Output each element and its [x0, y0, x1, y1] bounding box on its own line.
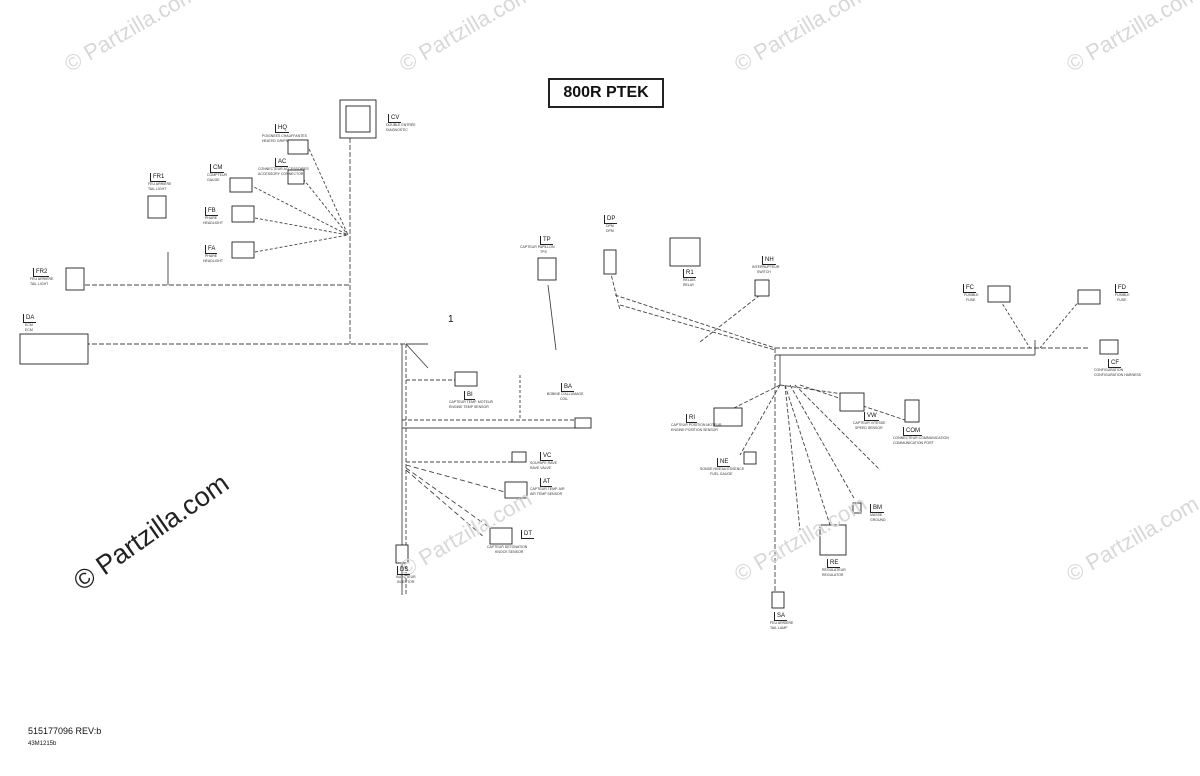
connector-vc-desc2: RAVE VALVE	[530, 466, 552, 470]
connector-dt-desc2: KNOCK SENSOR	[495, 550, 524, 554]
connector-re-desc2: REGULATOR	[822, 573, 844, 577]
connector-fa-desc2: HEADLIGHT	[203, 259, 224, 263]
connector-ac-desc: CONNECTEUR ACCESSOIRES	[258, 167, 309, 171]
connector-fc-code[interactable]: FC	[963, 284, 976, 293]
connector-fr1-desc2: TAIL LIGHT	[148, 187, 167, 191]
connector-fb-desc: PHARE	[205, 216, 218, 220]
connector-sa-desc2: TAIL LAMP	[770, 626, 788, 630]
connector-ac-code[interactable]: AC	[275, 158, 289, 167]
connector-bi-desc: CAPTEUR TEMP. MOTEUR	[449, 400, 494, 404]
connector-fd-code[interactable]: FD	[1115, 284, 1128, 293]
connector-hq-desc: POIGNEES CHAUFFANTES	[262, 134, 307, 138]
connector-nh-code[interactable]: NH	[762, 256, 776, 265]
callout-number: 1	[448, 314, 454, 325]
connector-fr2-code[interactable]: FR2	[33, 268, 50, 277]
connector-fb-desc2: HEADLIGHT	[203, 221, 224, 225]
connector-fr2-desc2: TAIL LIGHT	[30, 282, 49, 286]
connector-cv-code[interactable]: CV	[388, 114, 402, 123]
connector-tp-desc: CAPTEUR PAPILLON	[520, 245, 555, 249]
connector-fc-desc: FUSIBLE	[964, 293, 979, 297]
connector-cf-desc2: CONFIGURATION HARNESS	[1094, 373, 1141, 377]
connector-ne-desc2: FUEL GAUGE	[710, 472, 733, 476]
connector-hq-code[interactable]: HQ	[275, 124, 289, 133]
connector-vw-desc2: SPEED SENSOR	[855, 426, 883, 430]
connector-at-desc2: AIR TEMP SENSOR	[530, 492, 563, 496]
connector-ac-desc2: ACCESSORY CONNECTOR	[258, 172, 304, 176]
connector-ne-desc: SONDE NIVEAU ESSENCE	[700, 467, 745, 471]
connector-ri-code[interactable]: RI	[686, 414, 697, 423]
connector-dp-desc: DPM	[606, 224, 614, 228]
connector-hq-desc2: HEATED GRIPS	[262, 139, 288, 143]
connector-com-code[interactable]: COM	[903, 427, 922, 436]
connector-com-desc: CONNECTEUR COMMUNICATION	[893, 436, 949, 440]
connector-fd-desc2: FUSE	[1117, 298, 1127, 302]
connector-ri-desc2: ENGINE POSITION SENSOR	[671, 428, 718, 432]
connector-ds-desc: INJECTEUR	[396, 575, 416, 579]
connector-tp-code[interactable]: TP	[540, 236, 553, 245]
drawing-id: 43M1215b	[28, 741, 57, 747]
connector-com-desc2: COMMUNICATION PORT	[893, 441, 934, 445]
connector-re-desc: RÉGULATEUR	[822, 568, 846, 572]
connector-da-desc: ECM	[25, 323, 33, 327]
connector-cm-desc2: GAUGE	[207, 178, 220, 182]
connector-tp-desc2: TPS	[540, 250, 547, 254]
connector-fd-desc: FUSIBLE	[1115, 293, 1130, 297]
connector-bi-code[interactable]: BI	[464, 391, 475, 400]
connector-dp-desc2: DPM	[606, 229, 614, 233]
connector-da-code[interactable]: DA	[23, 314, 37, 323]
connector-cm-code[interactable]: CM	[210, 164, 225, 173]
connector-fa-code[interactable]: FA	[205, 245, 218, 254]
connector-cf-desc: CONFIGURATION	[1094, 368, 1124, 372]
connector-fa-desc: PHARE	[205, 254, 218, 258]
connector-ds-code[interactable]: DS	[397, 566, 411, 575]
connector-re-code[interactable]: RE	[827, 559, 841, 568]
connector-ba-desc: BOBINE D'ALLUMAGE	[547, 392, 584, 396]
connector-vc-code[interactable]: VC	[540, 452, 554, 461]
connector-bm-code[interactable]: BM	[870, 504, 884, 513]
connector-fb-code[interactable]: FB	[205, 207, 218, 216]
connector-cv-desc2: DIAGNOSTIC	[386, 128, 408, 132]
connector-ne-code[interactable]: NE	[717, 458, 731, 467]
connector-vw-code[interactable]: VW	[864, 412, 879, 421]
connector-vw-desc: CAPTEUR VITESSE	[853, 421, 886, 425]
connector-dt-desc: CAPTEUR DETONATION	[487, 545, 528, 549]
connector-r1-code[interactable]: R1	[683, 269, 696, 278]
connector-nh-desc: INTERRUPTEUR	[752, 265, 780, 269]
connector-r1-desc: RELAIS	[683, 278, 696, 282]
connector-at-desc: CAPTEUR TEMP. AIR	[530, 487, 565, 491]
connector-vc-desc: SOUPAPE RAVE	[530, 461, 557, 465]
connector-nh-desc2: SWITCH	[757, 270, 771, 274]
connector-bi-desc2: ENGINE TEMP SENSOR	[449, 405, 489, 409]
connector-da-desc2: ECM	[25, 328, 33, 332]
connector-fr2-desc: FEU ARRIÈRE	[30, 277, 54, 281]
connector-cm-desc: COMPTEUR	[207, 173, 228, 177]
connector-sa-desc: FEU ARRIÈRE	[770, 621, 794, 625]
connector-bm-desc2: GROUND	[870, 518, 886, 522]
connector-fr1-code[interactable]: FR1	[150, 173, 167, 182]
connector-bm-desc: MASSE	[870, 513, 883, 517]
connector-r1-desc2: RELAY	[683, 283, 695, 287]
connector-dt-code[interactable]: DT	[521, 530, 534, 539]
connector-cf-code[interactable]: CF	[1108, 359, 1121, 368]
connector-ri-desc: CAPTEUR POSITION MOTEUR	[671, 423, 722, 427]
connector-cv-desc: DOUBLE ENTRÉE	[386, 123, 416, 127]
connector-fr1-desc: FEU ARRIÈRE	[148, 182, 172, 186]
connector-dp-code[interactable]: DP	[604, 215, 618, 224]
connector-ba-desc2: COIL	[560, 397, 569, 401]
part-number: 515177096 REV:b	[28, 726, 102, 736]
connector-ds-desc2: INJECTOR	[397, 580, 415, 584]
diagram-title: 800R PTEK	[548, 78, 664, 108]
connector-ba-code[interactable]: BA	[561, 383, 575, 392]
connector-sa-code[interactable]: SA	[774, 612, 788, 621]
connector-at-code[interactable]: AT	[540, 478, 553, 487]
connector-fc-desc2: FUSE	[966, 298, 976, 302]
